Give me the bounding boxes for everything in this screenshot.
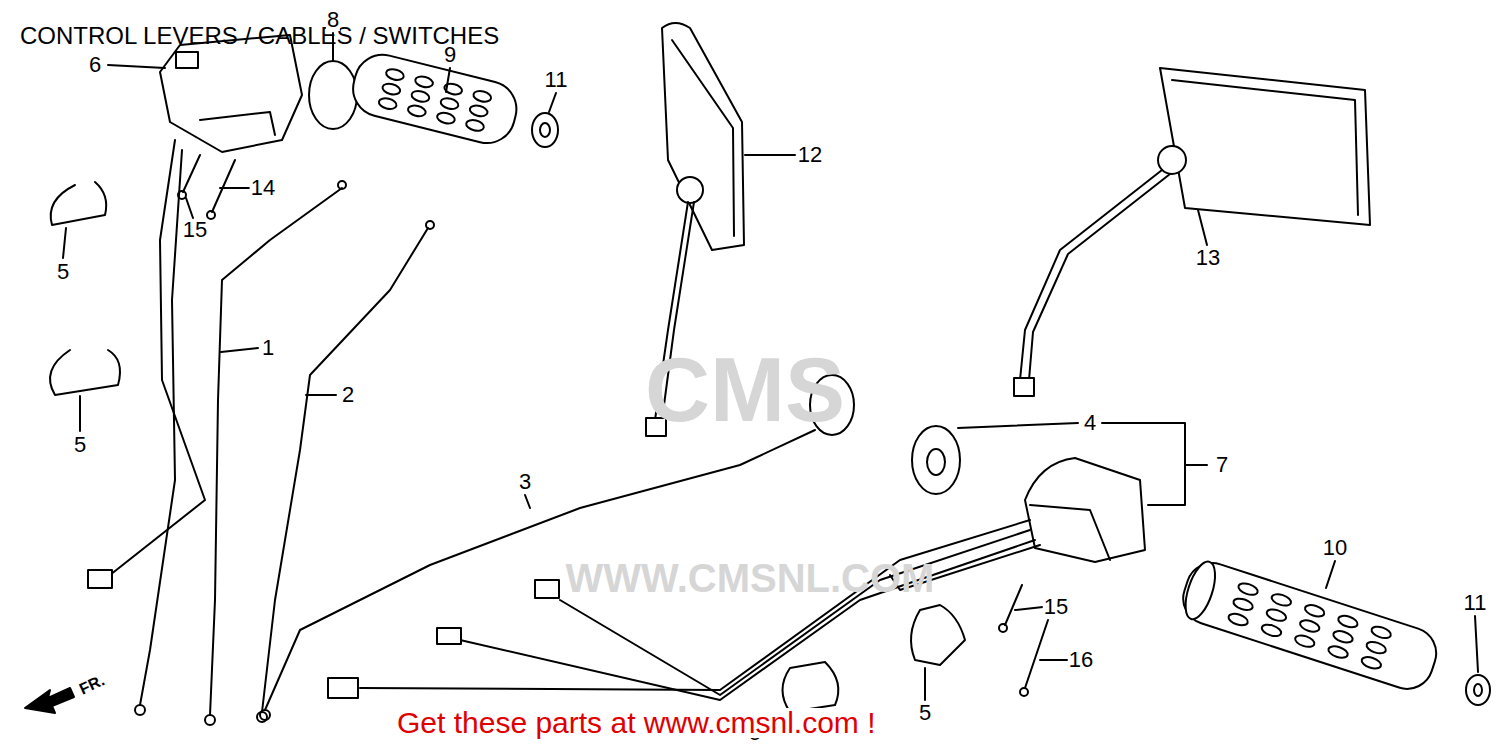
callout-number: 14 (250, 177, 276, 199)
callout-number: 10 (1322, 537, 1348, 559)
diagram-title: CONTROL LEVERS / CABLES / SWITCHES (20, 24, 499, 48)
callout-number: 1 (261, 337, 275, 359)
callout-number: 11 (1463, 592, 1488, 614)
callout-number: 15 (182, 219, 208, 241)
callout-number: 2 (341, 384, 355, 406)
callout-number: 9 (443, 44, 457, 66)
callout-number: 8 (326, 9, 340, 31)
callout-number: 6 (88, 54, 102, 76)
callout-number: 7 (1215, 454, 1229, 476)
callout-number: 11 (544, 69, 569, 91)
callout-number: 5 (918, 702, 932, 724)
callout-number: 13 (1195, 247, 1221, 269)
callout-number: 12 (797, 144, 823, 166)
callout-number: 5 (73, 434, 87, 456)
watermark-text: CMS (645, 345, 845, 435)
watermark-text: WWW.CMSNL.COM (566, 558, 935, 598)
callout-number: 3 (518, 471, 532, 493)
callout-number: 4 (1083, 412, 1097, 434)
direction-label: FR. (76, 672, 108, 698)
footer-link-text: Get these parts at www.cmsnl.com ! (395, 708, 878, 738)
callout-number: 5 (56, 261, 70, 283)
callout-number: 16 (1068, 649, 1094, 671)
callout-number: 15 (1043, 596, 1069, 618)
